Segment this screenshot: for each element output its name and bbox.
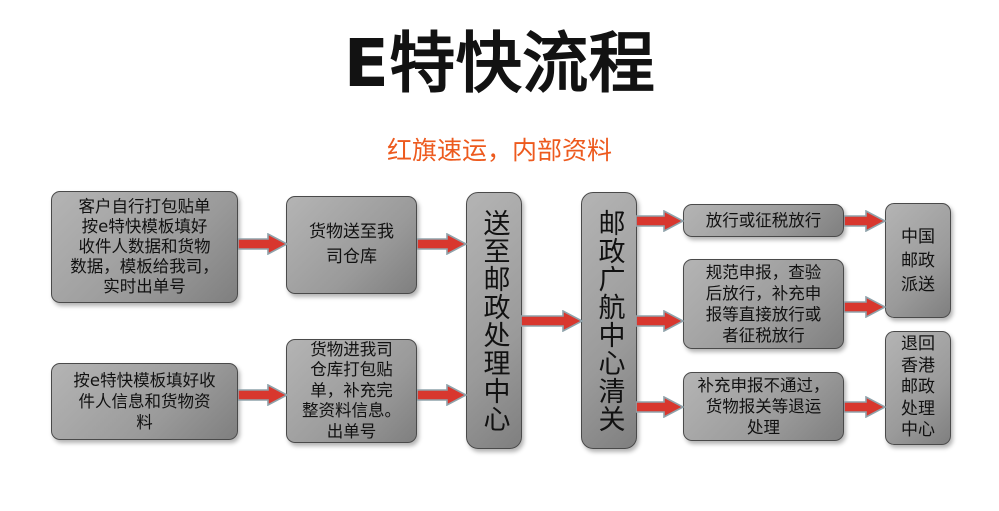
page-subtitle: 红旗速运，内部资料 (386, 136, 612, 165)
node-text: 按e特快模板填好收 件人信息和货物资 料 (73, 371, 216, 432)
node-text: 规范申报，查验 后放行，补充申 报等直接放行或 者征税放行 (705, 263, 822, 345)
node-customer-pack-label[interactable]: 客户自行打包贴单 按e特快模板填好 收件人数据和货物 数据，模板给我司， 实时出… (51, 191, 238, 303)
node-text: 送至邮政处理中心 (478, 208, 510, 433)
node-post-processing-center[interactable]: 送至邮政处理中心 (466, 192, 522, 449)
node-text: 客户自行打包贴单 按e特快模板填好 收件人数据和货物 数据，模板给我司， 实时出… (70, 197, 219, 296)
node-text: 中国 邮政 派送 (901, 226, 935, 295)
node-text: 邮政广航中心清关 (593, 208, 625, 433)
arrow-customs-to-declaration (636, 310, 684, 332)
arrow-customs-to-release (636, 210, 684, 232)
arrow-warehouse-in-to-post-center (417, 384, 467, 406)
node-text: 货物进我司 仓库打包贴 单，补充完 整资料信息。 出单号 (302, 339, 401, 441)
arrow-post-center-to-customs (521, 310, 583, 332)
node-standard-declaration[interactable]: 规范申报，查验 后放行，补充申 报等直接放行或 者征税放行 (683, 259, 844, 349)
node-text: 货物送至我 司仓库 (309, 222, 394, 267)
arrow-rejected-to-return (844, 396, 886, 418)
node-guanghang-customs[interactable]: 邮政广航中心清关 (581, 192, 637, 449)
arrow-release-to-delivery (844, 210, 886, 232)
node-goods-in-warehouse[interactable]: 货物进我司 仓库打包贴 单，补充完 整资料信息。 出单号 (286, 339, 417, 443)
arrow-fill-to-warehouse-in (238, 384, 288, 406)
node-supplement-rejected[interactable]: 补充申报不通过， 货物报关等退运 处理 (683, 372, 844, 441)
node-text: 补充申报不通过， 货物报关等退运 处理 (697, 376, 830, 437)
node-goods-to-warehouse[interactable]: 货物送至我 司仓库 (286, 196, 417, 294)
node-release-or-tax[interactable]: 放行或征税放行 (683, 204, 844, 237)
node-text: 放行或征税放行 (705, 210, 822, 230)
node-china-post-delivery[interactable]: 中国 邮政 派送 (885, 203, 951, 318)
node-text: 退回 香港 邮政 处理 中心 (901, 334, 935, 441)
page-title: E特快流程 (343, 25, 656, 102)
node-fill-template[interactable]: 按e特快模板填好收 件人信息和货物资 料 (51, 363, 238, 440)
arrow-customer-to-warehouse (238, 233, 288, 255)
arrow-customs-to-rejected (636, 396, 684, 418)
node-return-hongkong[interactable]: 退回 香港 邮政 处理 中心 (885, 331, 951, 445)
arrow-declaration-to-delivery (844, 296, 886, 318)
arrow-warehouse-to-post-center (417, 233, 467, 255)
